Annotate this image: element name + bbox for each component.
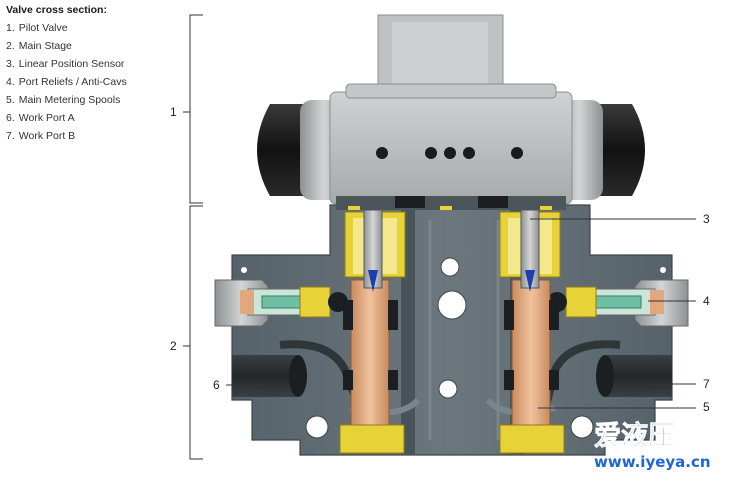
callout-6: 6 xyxy=(213,378,220,392)
main-stage-body xyxy=(231,204,673,456)
legend-item-6: 6.Work Port A xyxy=(6,112,75,124)
linear-position-sensor-left xyxy=(363,209,383,292)
legend-item-3: 3.Linear Position Sensor xyxy=(6,58,125,70)
leader-lines xyxy=(226,218,696,409)
linear-position-sensor-right xyxy=(520,209,540,292)
legend-item-2: 2.Main Stage xyxy=(6,40,72,52)
legend-title: Valve cross section: xyxy=(6,4,107,16)
watermark-chinese: 爱液压 xyxy=(594,421,675,452)
work-port-a xyxy=(232,355,307,397)
legend-item-4: 4.Port Reliefs / Anti-Cavs xyxy=(6,76,127,88)
watermark-logo: 爱液压 www.iyeya.cn xyxy=(594,421,711,471)
bracket-pilot-valve xyxy=(183,14,203,204)
callout-3: 3 xyxy=(703,212,710,226)
watermark-url: www.iyeya.cn xyxy=(594,453,711,471)
legend: Valve cross section: 1.Pilot Valve 2.Mai… xyxy=(6,3,176,145)
callout-1: 1 xyxy=(170,105,177,119)
port-relief-left xyxy=(214,279,348,327)
legend-item-5: 5.Main Metering Spools xyxy=(6,94,121,106)
port-relief-right xyxy=(547,279,689,327)
callout-2: 2 xyxy=(170,339,177,353)
pilot-valve xyxy=(257,14,645,210)
callout-5: 5 xyxy=(703,400,710,414)
bracket-main-stage xyxy=(183,205,203,460)
callout-4: 4 xyxy=(703,294,710,308)
legend-item-7: 7.Work Port B xyxy=(6,130,76,142)
legend-item-1: 1.Pilot Valve xyxy=(6,22,68,34)
work-port-b xyxy=(596,355,672,397)
legend-list: 1.Pilot Valve 2.Main Stage 3.Linear Posi… xyxy=(6,19,176,145)
main-metering-spool-right xyxy=(499,211,565,454)
callout-7: 7 xyxy=(703,377,710,391)
